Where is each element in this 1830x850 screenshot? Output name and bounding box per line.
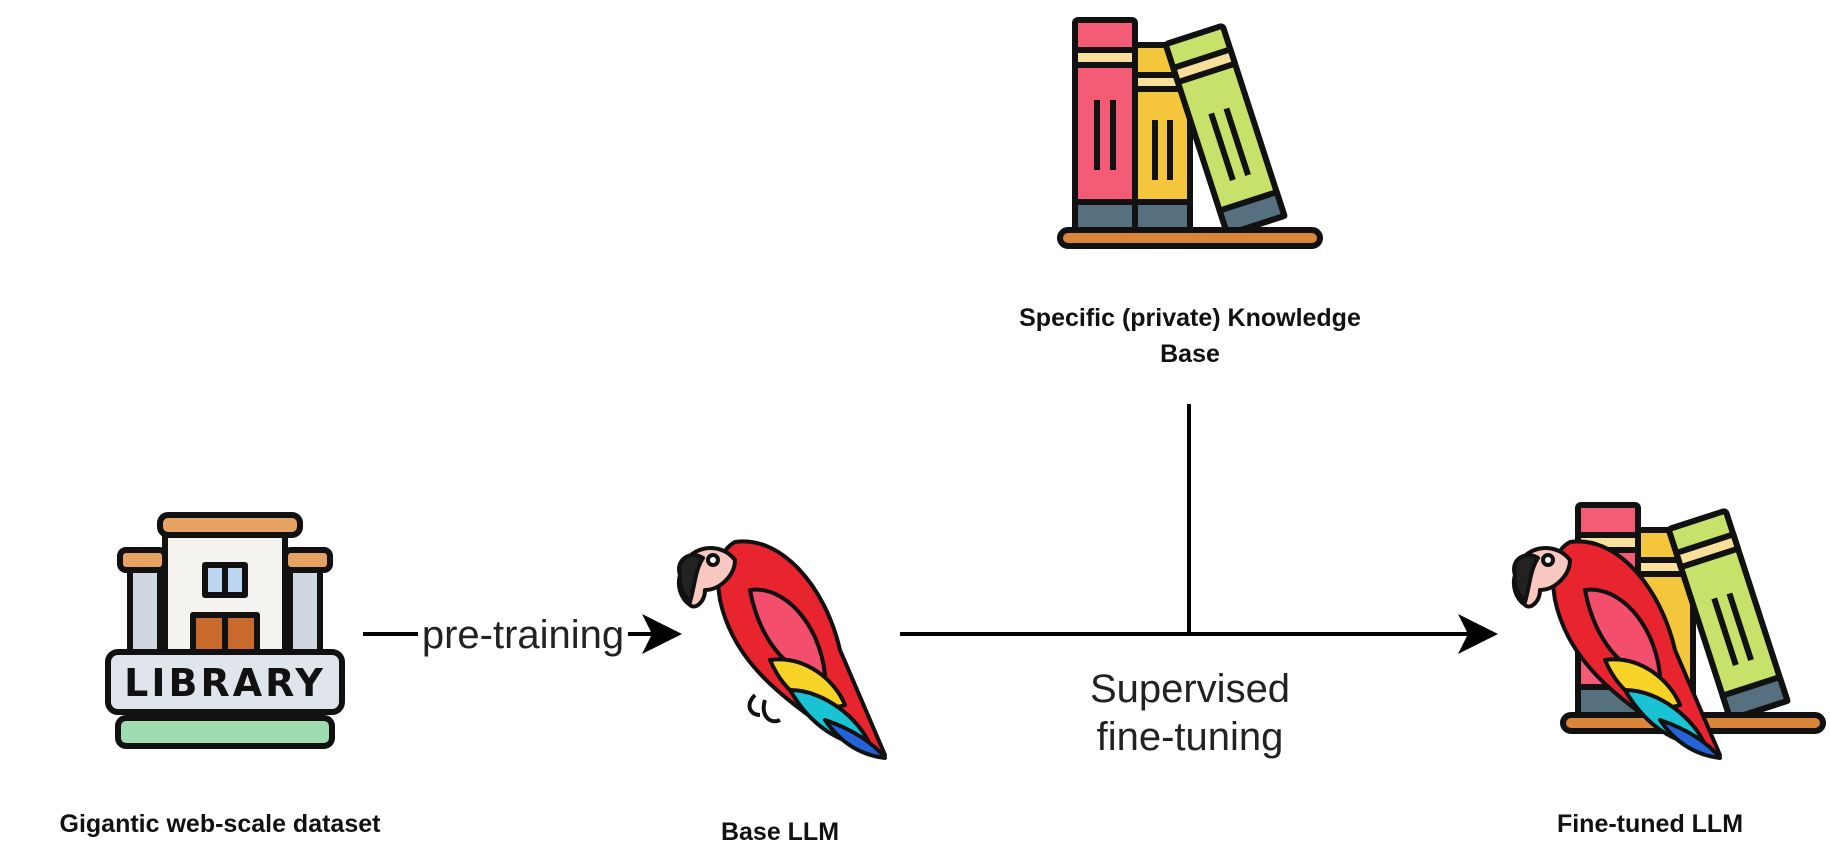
- pretraining-arrowhead: [642, 614, 682, 654]
- parrot-icon: [676, 539, 887, 760]
- finetuned-parrot-icon: [1511, 539, 1722, 760]
- books-icon: [1057, 17, 1323, 249]
- sft-arrowhead: [1458, 614, 1498, 654]
- knowledge-base-label-line1: Specific (private) Knowledge: [1019, 304, 1361, 332]
- knowledge-base-label-line2: Base: [1160, 340, 1220, 368]
- dataset-label: Gigantic web-scale dataset: [59, 810, 381, 838]
- knowledge-base-label: Specific (private) Knowledge Base: [960, 300, 1420, 372]
- base-llm-label: Base LLM: [720, 818, 840, 846]
- library-sign-text: LIBRARY: [124, 661, 326, 705]
- library-icon: LIBRARY: [105, 512, 345, 749]
- sft-label-line2: fine-tuning: [1096, 715, 1284, 759]
- finetuned-llm-label: Fine-tuned LLM: [1556, 810, 1744, 838]
- sft-label: Supervised fine-tuning: [1040, 665, 1340, 761]
- sft-label-line1: Supervised: [1089, 667, 1291, 711]
- pretraining-label: pre-training: [418, 611, 628, 659]
